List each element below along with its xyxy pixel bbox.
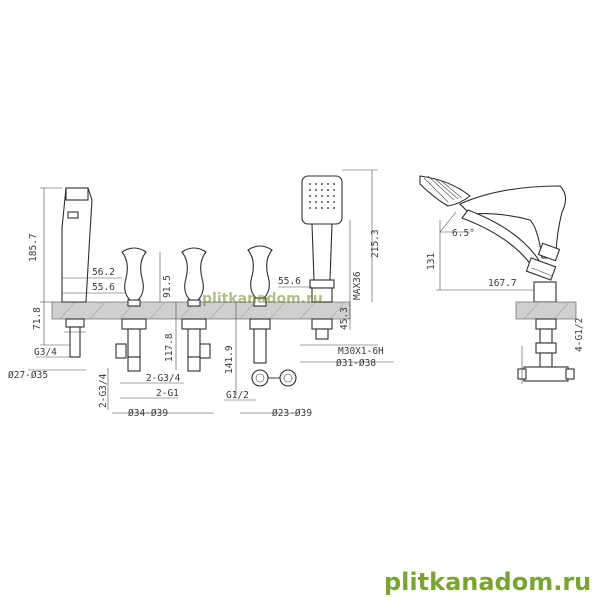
dim-valve-diameter: Ø34-Ø39 <box>128 408 168 419</box>
side-view <box>419 175 577 382</box>
dim-conn-2g1: 2-G1 <box>156 388 179 399</box>
dim-shower-deck: 45.3 <box>339 307 350 330</box>
side-view-dimensions: 6.5° 131 167.7 4-G1/2 <box>426 211 585 384</box>
valve-right <box>181 247 211 372</box>
dim-conn-2g34: 2-G3/4 <box>146 373 181 384</box>
spout <box>61 187 93 358</box>
dim-shower-max: MAX36 <box>352 271 363 300</box>
dim-valve-h3: 141.9 <box>224 345 235 374</box>
shower-nozzle-grid <box>309 183 335 209</box>
hand-shower <box>301 175 343 340</box>
dimension-lines <box>28 169 394 414</box>
dim-deck-left: 71.8 <box>32 307 43 330</box>
dim-shower-offset: 55.6 <box>278 276 301 287</box>
watermark-center: plitkanadom.ru <box>202 291 323 307</box>
dim-valve-h2: 117.8 <box>164 333 175 362</box>
dim-m30-thread: M30X1-6H <box>338 346 384 357</box>
dim-shower-diameter: Ø31-Ø38 <box>336 358 376 369</box>
valve-left <box>115 247 147 372</box>
dim-spout-offset: 56.2 <box>92 267 115 278</box>
dim-diverter-diameter: Ø23-Ø39 <box>272 408 312 419</box>
dim-valve-h1: 91.5 <box>162 275 173 298</box>
dim-spout-base: 55.6 <box>92 282 115 293</box>
dim-shower-height: 215.3 <box>370 229 381 258</box>
dim-g12: G1/2 <box>226 390 249 401</box>
dim-spout-height: 185.7 <box>28 233 39 262</box>
dim-g34: G3/4 <box>34 347 57 358</box>
front-view-labels: 185.7 56.2 55.6 71.8 G3/4 Ø27-Ø35 91.5 1… <box>8 229 384 419</box>
dim-side-reach: 167.7 <box>488 278 517 289</box>
dim-side-g12: 4-G1/2 <box>574 318 585 352</box>
dim-spout-diameter: Ø27-Ø35 <box>8 370 48 381</box>
dim-side-height: 131 <box>426 253 437 270</box>
watermark-bottom: plitkanadom.ru <box>384 568 591 596</box>
diverter <box>247 245 297 387</box>
dim-side-angle: 6.5° <box>452 228 475 239</box>
dim-conn-2g34-vertical: 2-G3/4 <box>98 373 109 408</box>
